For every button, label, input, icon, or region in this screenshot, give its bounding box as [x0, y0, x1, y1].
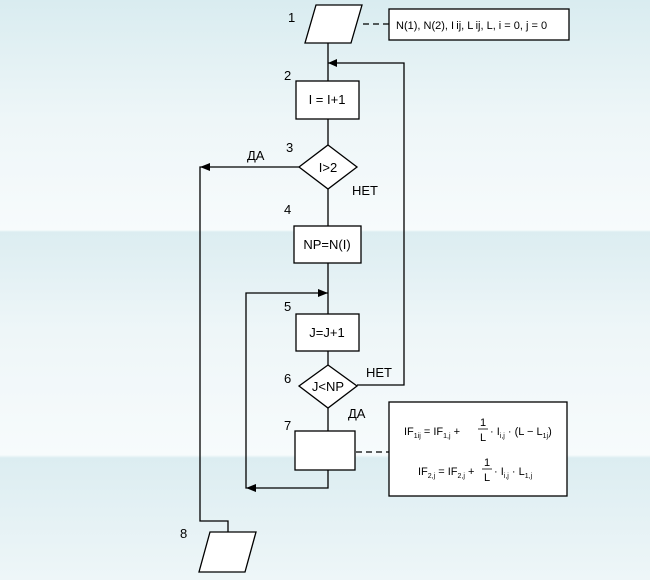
arrowhead-loop-exit: [246, 484, 256, 492]
connector-6-no-loop: [328, 62, 405, 386]
arrowhead-3-yes: [200, 163, 210, 171]
block-2-label: I = I+1: [309, 92, 346, 107]
svg-text:· Ii,j · (L − L1j): · Ii,j · (L − L1j): [490, 426, 552, 440]
block-2-increment-i: [295, 80, 360, 120]
block-5-label: J=J+1: [309, 325, 344, 340]
svg-text:L: L: [484, 472, 490, 484]
step-number-3: 3: [286, 140, 293, 155]
svg-text:1: 1: [480, 417, 486, 429]
step-number-8: 8: [180, 526, 187, 541]
block-6-label: J<NP: [312, 379, 344, 394]
step-number-5: 5: [284, 299, 291, 314]
svg-text:L: L: [480, 432, 486, 444]
step-number-2: 2: [284, 68, 291, 83]
block-5-increment-j: [295, 313, 360, 352]
branch-3-no-label: НЕТ: [352, 183, 378, 198]
svg-text:· Ii,j · L1,j: · Ii,j · L1,j: [494, 466, 533, 480]
arrowhead-into-2: [328, 59, 337, 67]
svg-text:IF1ij = IF1,j +: IF1ij = IF1,j +: [404, 426, 460, 440]
branch-6-no-label: НЕТ: [366, 365, 392, 380]
formula-annotation-box: [388, 401, 568, 497]
block-3-label: I>2: [319, 160, 337, 175]
step-number-7: 7: [284, 418, 291, 433]
block-1-input: [304, 4, 363, 44]
connector-3-yes: [199, 166, 299, 532]
block-7-process: [294, 430, 356, 471]
svg-text:1: 1: [484, 457, 490, 469]
block-8-output: [198, 531, 257, 573]
step-number-4: 4: [284, 202, 291, 217]
arrowhead-into-5: [318, 289, 328, 297]
block-4-label: NP=N(I): [303, 237, 350, 252]
svg-text:IF2,j = IF2,j +: IF2,j = IF2,j +: [418, 466, 474, 480]
step-number-6: 6: [284, 371, 291, 386]
formula-2: IF2,j = IF2,j + 1 L · Ii,j · L1,j: [418, 457, 533, 484]
branch-6-yes-label: ДА: [348, 406, 366, 421]
step-number-1: 1: [288, 10, 295, 25]
input-annotation-box: [388, 8, 570, 41]
block-4-assign-np: [293, 225, 362, 264]
formula-1: IF1ij = IF1,j + 1 L · Ii,j · (L − L1j): [404, 417, 552, 444]
input-annotation-text: N(1), N(2), I ij, L ij, L, i = 0, j = 0: [396, 20, 547, 32]
branch-3-yes-label: ДА: [247, 148, 265, 163]
